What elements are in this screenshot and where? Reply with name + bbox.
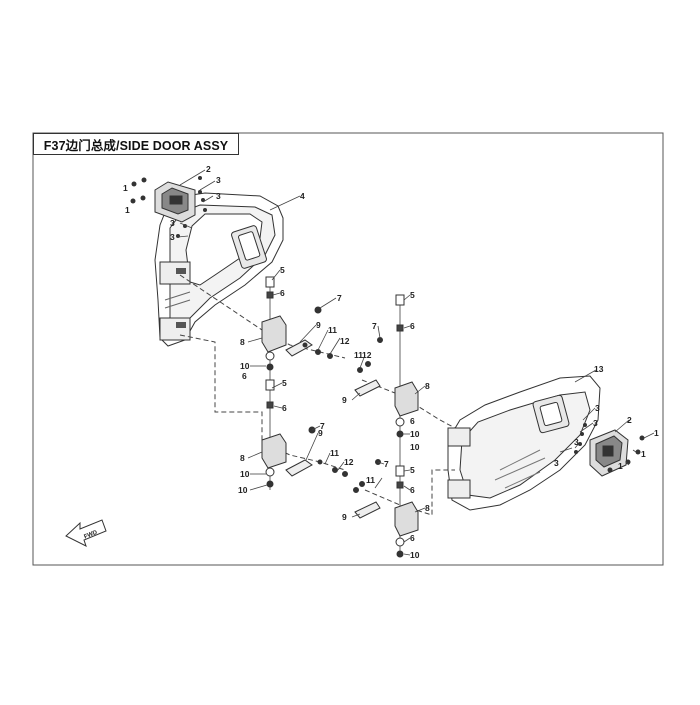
hinge-stack-lower-left [261,379,348,490]
callout-1: 1 [618,461,623,471]
callout-1: 1 [641,449,646,459]
left-latch-handle [154,181,196,223]
callout-12: 12 [344,457,354,467]
forward-direction-arrow: FWD [65,519,107,547]
callout-6: 6 [282,403,287,413]
callout-10: 10 [240,361,250,371]
callout-numbers: 2 3 3 1 1 3 3 4 5 6 7 8 9 10 11 12 5 6 7… [123,164,659,560]
callout-5: 5 [410,465,415,475]
callout-3: 3 [216,175,221,185]
fwd-label: FWD [83,530,99,541]
callout-5: 5 [280,265,285,275]
callout-8: 8 [240,453,245,463]
callout-12: 12 [340,336,350,346]
right-door-panel [447,375,601,511]
callout-10: 10 [410,550,420,560]
callout-11: 11 [366,475,375,485]
callout-7: 7 [372,321,377,331]
callout-1: 1 [123,183,128,193]
callout-6: 6 [410,533,415,543]
left-door-panel [154,192,284,347]
callout-6: 6 [410,485,415,495]
callout-3: 3 [170,232,175,242]
callout-8: 8 [425,381,430,391]
callout-12: 12 [362,350,372,360]
diagram-title: F37边门总成/SIDE DOOR ASSY [43,138,229,153]
callout-3: 3 [554,458,559,468]
callout-9: 9 [318,428,323,438]
callout-7: 7 [337,293,342,303]
callout-4: 4 [300,191,305,201]
hinge-stack-lower-right [353,440,419,558]
callout-9: 9 [316,320,321,330]
hinge-stack-upper-left [261,276,333,380]
diagram-border [32,132,664,566]
diagram-title-box: F37边门总成/SIDE DOOR ASSY [33,133,239,155]
callout-7: 7 [320,421,325,431]
callout-6: 6 [410,321,415,331]
right-latch-screws [574,423,645,473]
callout-6: 6 [242,371,247,381]
callout-8: 8 [240,337,245,347]
callout-7: 7 [384,459,389,469]
callout-3: 3 [595,403,600,413]
right-latch-handle [589,429,629,477]
callout-11: 11 [328,325,337,335]
callout-10: 10 [238,485,248,495]
callout-3: 3 [574,437,579,447]
callout-3: 3 [593,418,598,428]
callout-1: 1 [654,428,659,438]
callout-3: 3 [170,218,175,228]
callout-9: 9 [342,395,347,405]
callout-13: 13 [594,364,604,374]
callout-5: 5 [282,378,287,388]
callout-9: 9 [342,512,347,522]
callout-10: 10 [240,469,250,479]
callout-11: 11 [354,350,363,360]
callout-1: 1 [125,205,130,215]
callout-3: 3 [216,191,221,201]
callout-5: 5 [410,290,415,300]
left-latch-screws [130,176,207,238]
callout-2: 2 [627,415,632,425]
callout-8: 8 [425,503,430,513]
callout-6: 6 [410,416,415,426]
callout-10: 10 [410,442,420,452]
callout-11: 11 [330,448,339,458]
hinge-stack-upper-right [354,294,419,440]
callout-leader-lines [177,169,655,556]
callout-6: 6 [280,288,285,298]
callout-2: 2 [206,164,211,174]
callout-10: 10 [410,429,420,439]
